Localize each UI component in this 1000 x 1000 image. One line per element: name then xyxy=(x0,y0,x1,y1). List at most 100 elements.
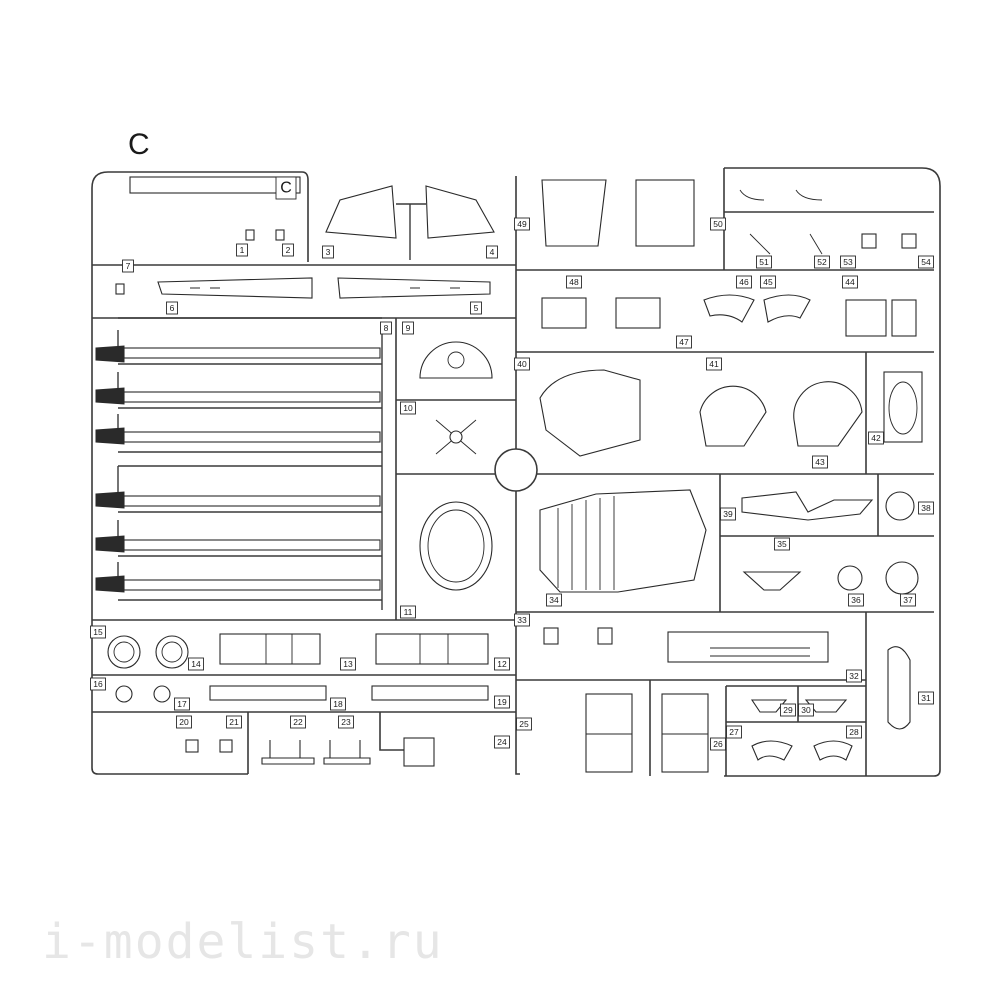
part-number-46: 46 xyxy=(736,275,752,289)
part-number-51: 51 xyxy=(756,255,772,269)
svg-text:50: 50 xyxy=(713,219,723,229)
part-number-19: 19 xyxy=(494,695,510,709)
part-number-37: 37 xyxy=(900,593,916,607)
part-number-8: 8 xyxy=(380,321,392,335)
svg-text:45: 45 xyxy=(763,277,773,287)
part-number-34: 34 xyxy=(546,593,562,607)
part-number-20: 20 xyxy=(176,715,192,729)
part-number-45: 45 xyxy=(760,275,776,289)
sprue-frame xyxy=(91,167,941,777)
svg-text:34: 34 xyxy=(549,595,559,605)
svg-text:29: 29 xyxy=(783,705,793,715)
part-number-44: 44 xyxy=(842,275,858,289)
svg-text:44: 44 xyxy=(845,277,855,287)
svg-text:35: 35 xyxy=(777,539,787,549)
part-number-21: 21 xyxy=(226,715,242,729)
svg-text:9: 9 xyxy=(406,323,411,333)
svg-text:15: 15 xyxy=(93,627,103,637)
part-number-53: 53 xyxy=(840,255,856,269)
svg-text:16: 16 xyxy=(93,679,103,689)
svg-text:26: 26 xyxy=(713,739,723,749)
svg-text:6: 6 xyxy=(170,303,175,313)
part-number-28: 28 xyxy=(846,725,862,739)
part-number-42: 42 xyxy=(868,431,884,445)
part-number-25: 25 xyxy=(516,717,532,731)
part-number-6: 6 xyxy=(166,301,178,315)
part-number-11: 11 xyxy=(400,605,416,619)
part-number-52: 52 xyxy=(814,255,830,269)
svg-text:28: 28 xyxy=(849,727,859,737)
part-number-31: 31 xyxy=(918,691,934,705)
part-number-38: 38 xyxy=(918,501,934,515)
svg-text:18: 18 xyxy=(333,699,343,709)
svg-text:54: 54 xyxy=(921,257,931,267)
part-number-35: 35 xyxy=(774,537,790,551)
svg-text:49: 49 xyxy=(517,219,527,229)
part-number-12: 12 xyxy=(494,657,510,671)
svg-text:48: 48 xyxy=(569,277,579,287)
svg-text:39: 39 xyxy=(723,509,733,519)
part-number-2: 2 xyxy=(282,243,294,257)
part-number-24: 24 xyxy=(494,735,510,749)
part-number-33: 33 xyxy=(514,613,530,627)
part-number-9: 9 xyxy=(402,321,414,335)
part-number-13: 13 xyxy=(340,657,356,671)
part-number-22: 22 xyxy=(290,715,306,729)
svg-text:17: 17 xyxy=(177,699,187,709)
part-number-23: 23 xyxy=(338,715,354,729)
part-number-50: 50 xyxy=(710,217,726,231)
svg-text:12: 12 xyxy=(497,659,507,669)
svg-text:32: 32 xyxy=(849,671,859,681)
part-number-43: 43 xyxy=(812,455,828,469)
svg-text:11: 11 xyxy=(404,607,413,617)
svg-text:36: 36 xyxy=(851,595,861,605)
sprue-letter: C xyxy=(128,128,150,161)
svg-text:24: 24 xyxy=(497,737,507,747)
sprue-parts: C xyxy=(95,176,923,773)
svg-text:46: 46 xyxy=(739,277,749,287)
part-number-30: 30 xyxy=(798,703,814,717)
part-number-26: 26 xyxy=(710,737,726,751)
svg-text:27: 27 xyxy=(729,727,739,737)
part-number-32: 32 xyxy=(846,669,862,683)
part-number-5: 5 xyxy=(470,301,482,315)
svg-text:23: 23 xyxy=(341,717,351,727)
svg-text:4: 4 xyxy=(490,247,495,257)
svg-text:10: 10 xyxy=(403,403,413,413)
part-number-3: 3 xyxy=(322,245,334,259)
svg-text:53: 53 xyxy=(843,257,853,267)
svg-text:3: 3 xyxy=(326,247,331,257)
svg-text:51: 51 xyxy=(759,257,769,267)
part-number-40: 40 xyxy=(514,357,530,371)
part-number-47: 47 xyxy=(676,335,692,349)
svg-text:2: 2 xyxy=(286,245,291,255)
part-number-1: 1 xyxy=(236,243,248,257)
rods xyxy=(95,345,381,593)
svg-text:7: 7 xyxy=(126,261,131,271)
svg-text:38: 38 xyxy=(921,503,931,513)
part-number-27: 27 xyxy=(726,725,742,739)
part-number-4: 4 xyxy=(486,245,498,259)
svg-text:22: 22 xyxy=(293,717,303,727)
svg-text:20: 20 xyxy=(179,717,189,727)
svg-text:47: 47 xyxy=(679,337,689,347)
svg-text:40: 40 xyxy=(517,359,527,369)
svg-text:25: 25 xyxy=(519,719,529,729)
svg-text:19: 19 xyxy=(497,697,507,707)
part-number-7: 7 xyxy=(122,259,134,273)
part-number-18: 18 xyxy=(330,697,346,711)
svg-text:8: 8 xyxy=(384,323,389,333)
part-number-16: 16 xyxy=(90,677,106,691)
svg-text:37: 37 xyxy=(903,595,913,605)
svg-text:31: 31 xyxy=(921,693,931,703)
svg-text:41: 41 xyxy=(709,359,719,369)
sprue-tag-letter: C xyxy=(280,180,292,197)
part-number-49: 49 xyxy=(514,217,530,231)
svg-text:13: 13 xyxy=(343,659,353,669)
part-number-36: 36 xyxy=(848,593,864,607)
part-number-15: 15 xyxy=(90,625,106,639)
svg-text:1: 1 xyxy=(240,245,245,255)
part-number-14: 14 xyxy=(188,657,204,671)
part-number-17: 17 xyxy=(174,697,190,711)
